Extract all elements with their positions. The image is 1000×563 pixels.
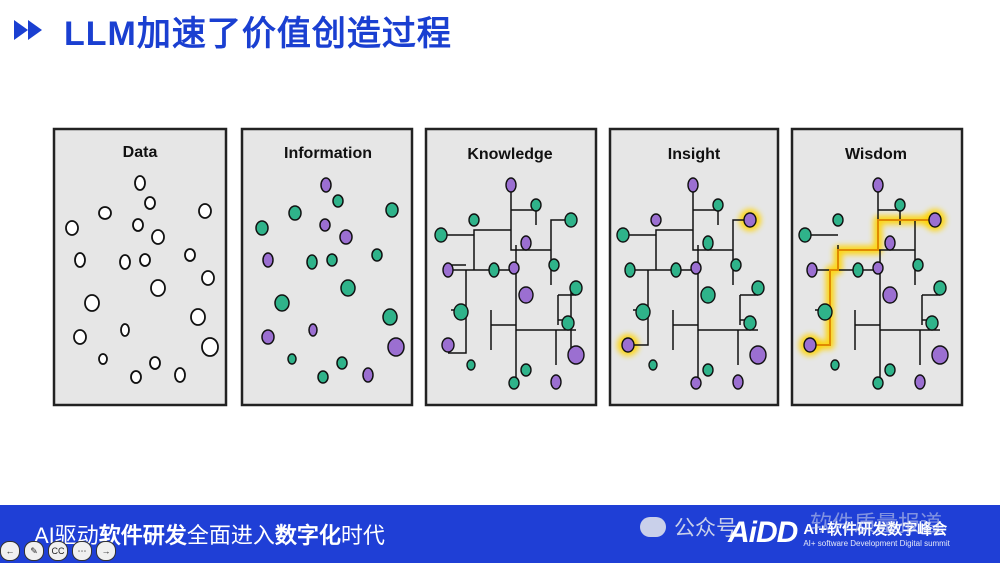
- logo-mark: AiDD: [728, 516, 797, 550]
- pen-icon[interactable]: ✎: [24, 541, 44, 561]
- panel-insight: Insight: [610, 129, 778, 405]
- dikw-diagram: Data Information: [50, 125, 966, 410]
- play-arrow-icon: [28, 20, 42, 40]
- watermark-text: 软件质量报道: [810, 506, 942, 538]
- player-controls: ← ✎ CC ⋯ →: [0, 541, 116, 561]
- wechat-account: 公众号: [640, 512, 737, 542]
- panel-label: Knowledge: [467, 146, 552, 163]
- logo-subtitle: AI+ software Development Digital summit: [803, 539, 950, 548]
- more-icon[interactable]: ⋯: [72, 541, 92, 561]
- panel-label: Insight: [668, 146, 721, 163]
- slide-title: LLM加速了价值创造过程: [64, 6, 452, 55]
- prev-icon[interactable]: ←: [0, 541, 20, 561]
- panel-label: Information: [284, 145, 372, 162]
- panel-knowledge: Knowledge: [426, 129, 596, 405]
- panel-label: Wisdom: [845, 146, 907, 163]
- panel-data: Data: [54, 129, 226, 405]
- slogan-bold2: 数字化: [275, 523, 341, 548]
- play-arrow-icon: [14, 20, 28, 40]
- slogan-middle: 全面进入: [187, 523, 275, 548]
- panel-information: Information: [242, 129, 412, 405]
- slogan-suffix: 时代: [341, 523, 385, 548]
- cc-icon[interactable]: CC: [48, 541, 68, 561]
- wechat-icon: [640, 517, 666, 537]
- panel-label: Data: [123, 144, 158, 161]
- panel-wisdom: Wisdom: [792, 129, 962, 405]
- next-icon[interactable]: →: [96, 541, 116, 561]
- slide-header: LLM加速了价值创造过程: [14, 8, 452, 52]
